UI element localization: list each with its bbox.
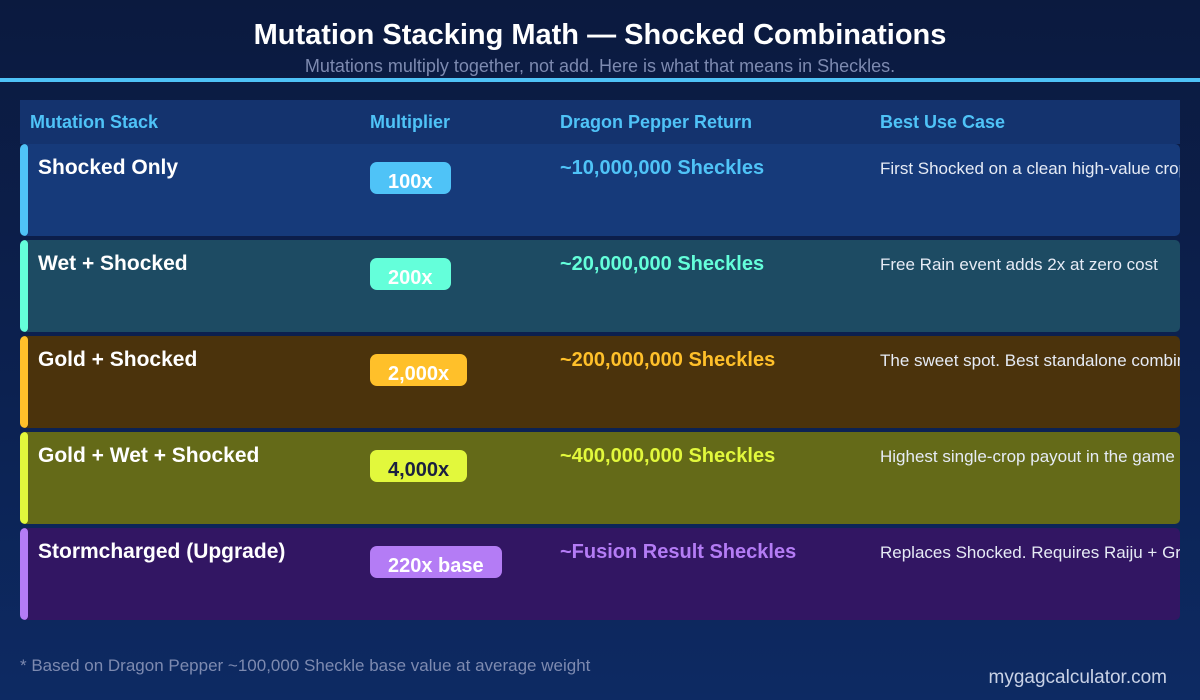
table-row-stormcharged: Stormcharged (Upgrade) 220x base ~Fusion… (20, 528, 1180, 620)
column-header-return: Dragon Pepper Return (560, 112, 753, 132)
mutation-stack-label: Stormcharged (Upgrade) (38, 540, 286, 563)
column-header-use-case: Best Use Case (880, 112, 1006, 132)
row-accent-bar (20, 528, 28, 620)
row-accent-bar (20, 144, 28, 236)
multiplier-badge: 220x base (370, 546, 502, 578)
multiplier-badge: 4,000x (370, 450, 468, 482)
site-brand: mygagcalculator.com (988, 667, 1167, 688)
use-case-text: Highest single-crop payout in the game (880, 447, 1175, 466)
use-case-text: First Shocked on a clean high-value crop (880, 159, 1180, 178)
row-accent-bar (20, 432, 28, 524)
return-value: ~Fusion Result Sheckles (560, 541, 797, 563)
table-row-gold-wet-shocked: Gold + Wet + Shocked 4,000x ~400,000,000… (20, 432, 1180, 524)
return-value: ~200,000,000 Sheckles (560, 349, 776, 371)
table-row-shocked-only: Shocked Only 100x ~10,000,000 Sheckles F… (20, 144, 1180, 236)
multiplier-badge: 200x (370, 258, 451, 290)
use-case-text: Free Rain event adds 2x at zero cost (880, 255, 1158, 274)
mutation-stack-label: Shocked Only (38, 156, 179, 179)
use-case-text: Replaces Shocked. Requires Raiju + Gr (880, 543, 1180, 562)
return-value: ~400,000,000 Sheckles (560, 445, 776, 467)
row-accent-bar (20, 240, 28, 332)
footnote: * Based on Dragon Pepper ~100,000 Sheckl… (20, 656, 591, 675)
table-row-gold-shocked: Gold + Shocked 2,000x ~200,000,000 Sheck… (20, 336, 1180, 428)
header-divider (0, 78, 1200, 82)
multiplier-badge: 100x (370, 162, 451, 194)
return-value: ~20,000,000 Sheckles (560, 253, 765, 275)
table-row-wet-shocked: Wet + Shocked 200x ~20,000,000 Sheckles … (20, 240, 1180, 332)
use-case-text: The sweet spot. Best standalone combinat… (880, 351, 1180, 370)
column-header-multiplier: Multiplier (370, 112, 450, 132)
page-subtitle: Mutations multiply together, not add. He… (304, 56, 896, 76)
row-accent-bar (20, 336, 28, 428)
page-title: Mutation Stacking Math — Shocked Combina… (253, 19, 947, 51)
table-header: Mutation Stack Multiplier Dragon Pepper … (20, 100, 1180, 144)
mutation-stack-label: Gold + Shocked (38, 348, 198, 371)
multiplier-badge: 2,000x (370, 354, 468, 386)
mutation-stack-label: Gold + Wet + Shocked (38, 444, 260, 467)
return-value: ~10,000,000 Sheckles (560, 157, 765, 179)
mutation-table: Mutation Stack Multiplier Dragon Pepper … (20, 100, 1180, 622)
mutation-stack-label: Wet + Shocked (38, 252, 188, 275)
column-header-mutation-stack: Mutation Stack (30, 112, 159, 132)
